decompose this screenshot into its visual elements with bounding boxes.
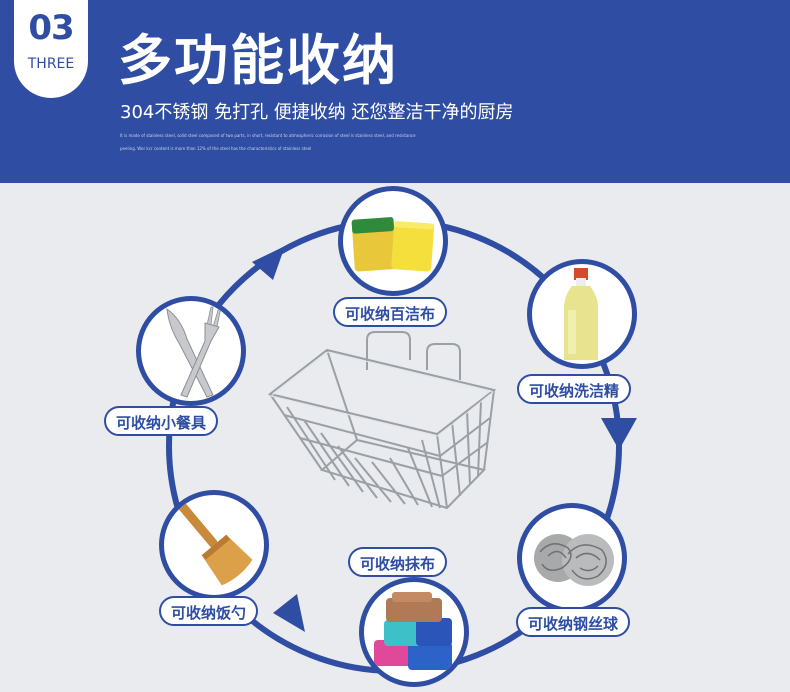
spatula-icon (177, 502, 253, 586)
page-subtitle: 304不锈钢 免打孔 便捷收纳 还您整洁干净的厨房 (120, 102, 514, 123)
steel-wool-icon (534, 534, 614, 586)
section-badge: 03 THREE (14, 0, 88, 98)
label-steel-wool: 可收纳钢丝球 (516, 607, 631, 637)
towel-node (359, 577, 469, 687)
badge-number: 03 (28, 8, 74, 48)
label-towel: 可收纳抹布 (348, 547, 448, 577)
label-sponge: 可收纳百洁布 (333, 297, 448, 327)
spatula-node (159, 490, 269, 600)
sponge-icon (351, 217, 435, 272)
page-title: 多功能收纳 (118, 29, 398, 92)
cutlery-node (136, 296, 246, 406)
badge-word: THREE (27, 56, 75, 72)
knife-fork-icon (166, 306, 222, 398)
sponge-node (338, 186, 448, 296)
label-dish-soap: 可收纳洗洁精 (517, 374, 632, 404)
header-banner: 03 THREE 多功能收纳 304不锈钢 免打孔 便捷收纳 还您整洁干净的厨房… (0, 0, 790, 183)
fine-print-line-1: It is made of stainless steel, solid ste… (120, 133, 416, 138)
arrow-icon-bottom-left (273, 594, 305, 632)
label-cutlery: 可收纳小餐具 (104, 406, 219, 436)
fine-print-line-2: peeling. Wor kcr content is more than 12… (120, 146, 312, 151)
steel-wool-node (517, 503, 627, 613)
towel-icon (374, 592, 452, 670)
arrow-icon-right (601, 418, 637, 450)
arrow-icon-top-left (252, 246, 285, 280)
dish-soap-bottle-icon (564, 268, 598, 360)
dish-soap-node (527, 259, 637, 369)
wire-basket-icon (267, 331, 497, 510)
label-spatula: 可收纳饭勺 (159, 596, 259, 626)
